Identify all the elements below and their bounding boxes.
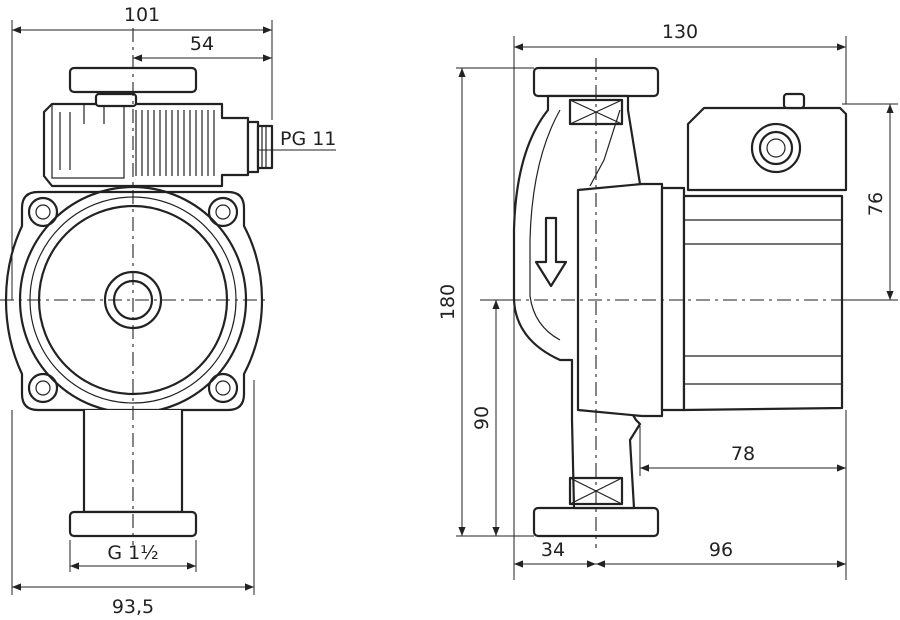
dim-label-78: 78 — [731, 443, 755, 465]
dim-label-76: 76 — [865, 192, 887, 216]
dim-label-34: 34 — [541, 539, 565, 561]
dim-label-96: 96 — [709, 539, 733, 561]
dim-label-54: 54 — [190, 33, 214, 55]
motor-side — [682, 194, 844, 412]
front-view: 101 54 PG 11 G 1½ 93,5 — [0, 4, 336, 618]
side-view: 130 180 90 76 78 34 96 — [437, 21, 898, 580]
bolt-bottom-right — [207, 372, 239, 404]
pump-housing — [4, 190, 264, 412]
bolt-top-left — [27, 196, 59, 228]
cable-gland-side — [750, 122, 802, 174]
label-cable-gland: PG 11 — [280, 128, 336, 150]
label-thread: G 1½ — [107, 542, 158, 564]
terminal-box — [42, 92, 250, 188]
dim-label-130: 130 — [662, 21, 698, 43]
dim-label-90: 90 — [471, 406, 493, 430]
dim-label-93-5: 93,5 — [112, 596, 154, 618]
bolt-top-right — [207, 196, 239, 228]
bolt-bottom-left — [27, 372, 59, 404]
dim-label-101: 101 — [124, 4, 160, 26]
cable-gland — [246, 120, 274, 174]
flow-direction-arrow — [534, 216, 568, 288]
dim-label-180: 180 — [437, 284, 459, 320]
